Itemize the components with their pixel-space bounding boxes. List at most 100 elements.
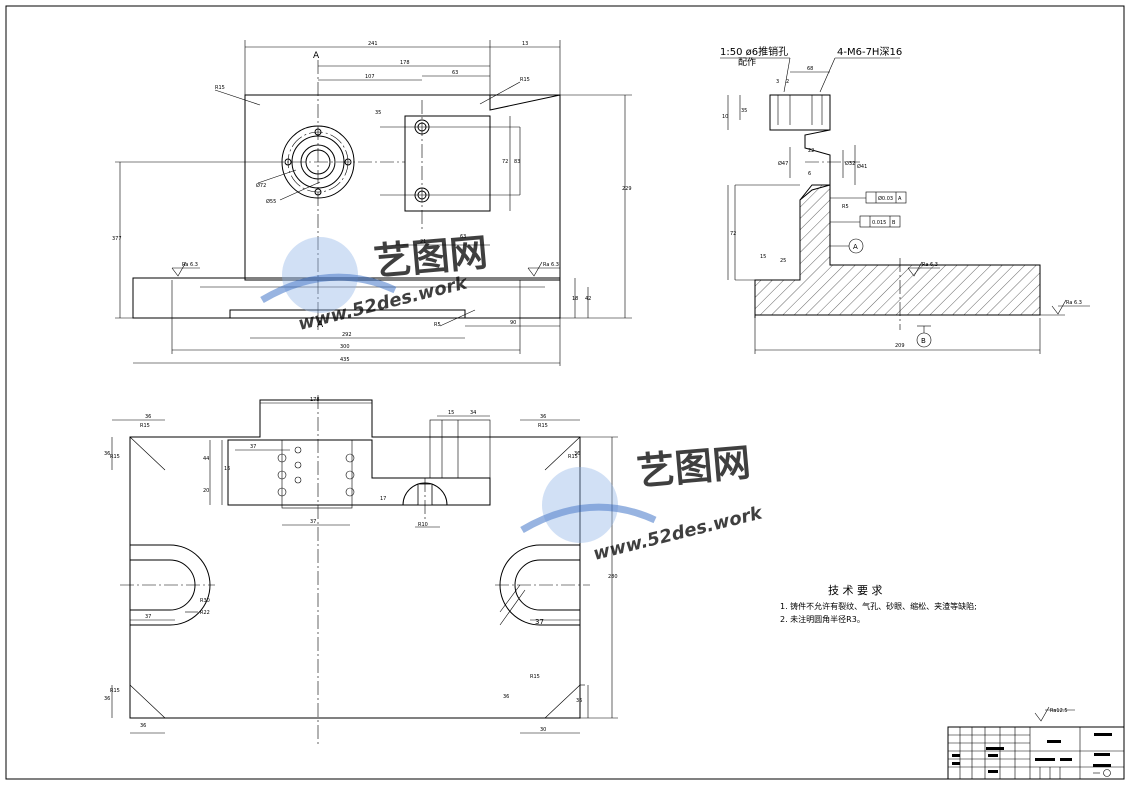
dim-label: 36 [140, 723, 146, 729]
dim-label: 17 [380, 496, 386, 502]
dim-label: 36 [145, 414, 151, 420]
dim-label: R15 [530, 674, 540, 680]
tolerance-frame-1 [865, 191, 907, 204]
dim-label: 36 [104, 451, 110, 457]
dim-label: 34 [470, 410, 476, 416]
tolerance-frame-2 [859, 215, 901, 228]
global-roughness: Ra12.5 [1034, 706, 1075, 722]
dim-label: Ø55 [266, 198, 276, 205]
dim-label: 3 [776, 79, 779, 85]
dim-label: 178 [310, 397, 320, 403]
dim-label: 42 [585, 296, 591, 302]
section-label-top: A [313, 51, 320, 61]
dim-label: 44 [203, 456, 209, 462]
dim-label: 16 [224, 466, 230, 472]
dim-label: 10 [722, 114, 728, 120]
front-view: A A 241 13 178 107 63 R15 R15 35 72 83 Ø… [112, 40, 632, 366]
roughness-label: Ra 6.3 [182, 262, 198, 268]
tech-item-2: 2. 未注明圆角半径R3。 [780, 614, 865, 624]
dim-label: 229 [622, 186, 632, 192]
datum-a-label: A [853, 243, 858, 251]
title-block [947, 726, 1125, 780]
dim-label: 15 [448, 410, 454, 416]
dim-label: 72 [730, 231, 736, 237]
dim-label: 36 [503, 694, 509, 700]
dim-label: 35 [375, 110, 381, 116]
dim-label: 209 [895, 343, 905, 349]
dim-label: R22 [200, 610, 210, 616]
dim-label: 83 [514, 159, 520, 165]
dim-label: 21 [420, 239, 426, 245]
tolerance-value-2: 0.015 [872, 220, 886, 226]
roughness-global-label: Ra12.5 [1050, 708, 1068, 714]
dim-label: 68 [807, 66, 813, 72]
dim-label: 15 [760, 254, 766, 260]
dim-label: 37 [145, 614, 151, 620]
dim-label: R15 [538, 423, 548, 429]
tolerance-datum-2: B [892, 220, 896, 226]
dim-label: R30 [200, 598, 210, 604]
sheet-border [5, 5, 1125, 780]
dim-label: 63 [460, 234, 466, 240]
dim-label: R15 [568, 454, 578, 460]
top-view-outline [129, 399, 581, 719]
dim-label: R5 [842, 204, 849, 210]
tech-requirements: 技 术 要 求 1. 铸件不允许有裂纹、气孔、砂眼、缩松、夹渣等缺陷; 2. 未… [780, 584, 977, 624]
dim-label: 25 [780, 258, 786, 264]
watermark-2: 艺图网 www.52des.work [520, 440, 765, 565]
top-view: 178 15 34 36 36 R15 R15 36 R15 R15 36 44… [104, 395, 618, 745]
dim-label: 178 [400, 60, 410, 66]
dim-label: 435 [340, 357, 350, 363]
dim-label: 63 [452, 70, 458, 76]
dim-label: 72 [502, 159, 508, 165]
dim-label: 36 [540, 414, 546, 420]
dim-label: 37 [310, 519, 316, 525]
tech-item-1: 1. 铸件不允许有裂纹、气孔、砂眼、缩松、夹渣等缺陷; [780, 601, 977, 611]
dim-label: 292 [342, 332, 352, 338]
note-thread: 4-M6-7H深16 [837, 46, 902, 58]
tolerance-value-1: Ø0.03 [878, 195, 893, 202]
note-pin: 1:50 ø6推销孔 [720, 45, 788, 58]
dim-label: R5 [434, 322, 441, 328]
dim-label: 36 [574, 451, 580, 457]
dim-label: 2 [786, 79, 789, 85]
front-upper-plate [244, 94, 561, 281]
section-hatch [754, 184, 1041, 316]
dim-label: 107 [365, 74, 375, 80]
tolerance-datum-1: A [898, 196, 902, 202]
roughness-label: Ra 6.3 [922, 262, 938, 268]
datum-b-label: B [921, 337, 926, 345]
dim-label: 36 [104, 696, 110, 702]
dim-label: Ø47 [778, 160, 788, 167]
dim-label: 37 [535, 618, 544, 626]
roughness-label: Ra 6.3 [543, 262, 559, 268]
dim-label: 36 [576, 698, 582, 704]
dim-label: R15 [140, 423, 150, 429]
watermark-cn: 艺图网 [372, 230, 489, 284]
watermark-cn: 艺图网 [635, 440, 752, 494]
dim-label: 20 [203, 488, 209, 494]
dim-label: R15 [520, 77, 530, 83]
dim-label: R15 [110, 454, 120, 460]
dim-label: 280 [608, 574, 618, 580]
side-section-view: 1:50 ø6推销孔 配作 4-M6-7H深16 68 35 10 3 2 Ø4… [720, 45, 1090, 354]
dim-label: R15 [110, 688, 120, 694]
section-label-bottom: A [317, 320, 324, 330]
tech-title: 技 术 要 求 [828, 584, 883, 597]
dim-label: 300 [340, 344, 350, 350]
dim-label: Ø41 [857, 163, 867, 170]
dim-label: Ø32 [845, 160, 855, 167]
dim-label: 22 [808, 148, 814, 154]
dim-label: 35 [741, 108, 747, 114]
dim-label: 377 [112, 236, 122, 242]
dim-label: Ø72 [256, 182, 266, 189]
note-pin-sub: 配作 [738, 56, 756, 68]
dim-label: 90 [510, 320, 516, 326]
dim-label: 13 [522, 41, 528, 47]
dim-label: 6 [808, 171, 811, 177]
front-right-block [404, 115, 491, 212]
roughness-label: Ra 6.3 [1066, 300, 1082, 306]
dim-label: 18 [572, 296, 578, 302]
dim-label: R10 [418, 522, 428, 528]
